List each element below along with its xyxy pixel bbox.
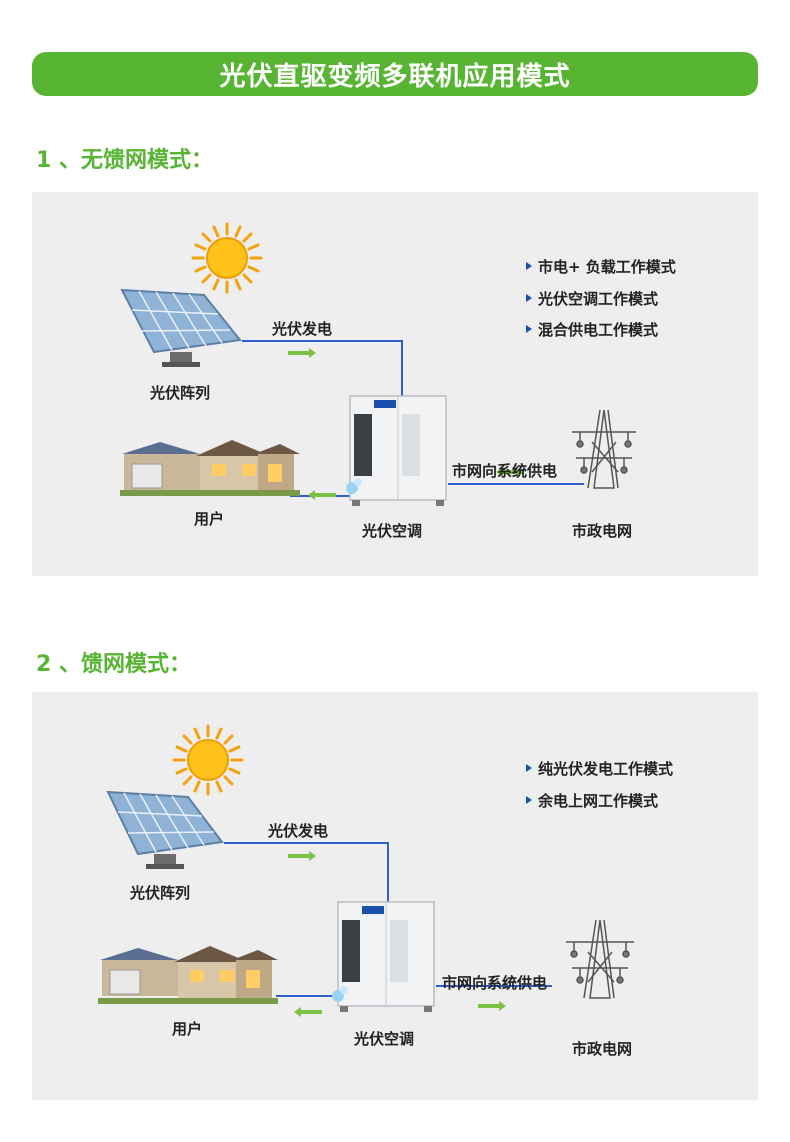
mode-item: 市电+ 负载工作模式 [526, 256, 676, 277]
diagram-panel-1: 市电+ 负载工作模式 光伏空调工作模式 混合供电工作模式 光伏发电 光伏阵列 用… [32, 192, 758, 576]
section-2-heading: 2 、馈网模式： [36, 652, 191, 677]
mode-item: 余电上网工作模式 [526, 790, 658, 811]
label-pv-array: 光伏阵列 [150, 384, 211, 402]
solar-panel-icon [120, 288, 242, 367]
diagram-2-graphics [98, 724, 634, 1017]
flow-arrow-icon [496, 467, 524, 477]
bullet-triangle-icon [526, 325, 532, 333]
label-municipal-grid: 市政电网 [572, 522, 633, 540]
sun-icon [191, 222, 263, 294]
house-icon [98, 946, 278, 1004]
power-tower-icon [572, 409, 636, 489]
label-pv-ac: 光伏空调 [362, 522, 423, 540]
mode-item: 纯光伏发电工作模式 [526, 758, 673, 779]
label-grid-supply: 市网向系统供电 [442, 974, 548, 992]
ac-unit-icon [346, 395, 447, 506]
diagram-1-graphics [120, 222, 636, 506]
mode-item: 混合供电工作模式 [526, 319, 658, 340]
pv-wire [224, 842, 389, 902]
power-tower-icon [566, 919, 634, 999]
flow-arrow-icon [288, 851, 316, 861]
solar-panel-icon [106, 790, 224, 869]
label-municipal-grid: 市政电网 [572, 1040, 633, 1058]
label-user: 用户 [172, 1020, 203, 1038]
label-pv-generation: 光伏发电 [268, 822, 329, 840]
label-pv-array: 光伏阵列 [130, 884, 191, 902]
bullet-triangle-icon [526, 796, 532, 804]
pv-wire [242, 340, 403, 396]
bullet-triangle-icon [526, 764, 532, 772]
title-banner: 光伏直驱变频多联机应用模式 [32, 52, 758, 96]
bullet-triangle-icon [526, 294, 532, 302]
label-user: 用户 [194, 510, 225, 528]
section-1-heading: 1 、无馈网模式： [36, 148, 213, 173]
flow-arrow-icon [294, 1007, 322, 1017]
ac-unit-icon [332, 901, 435, 1012]
bullet-triangle-icon [526, 262, 532, 270]
label-pv-ac: 光伏空调 [354, 1030, 415, 1048]
mode-item: 光伏空调工作模式 [526, 288, 658, 309]
diagram-panel-2: 纯光伏发电工作模式 余电上网工作模式 光伏发电 光伏阵列 用户 光伏空调 市网向… [32, 692, 758, 1100]
label-grid-supply: 市网向系统供电 [452, 462, 558, 480]
flow-arrow-icon [288, 348, 316, 358]
flow-arrow-icon [478, 1001, 506, 1011]
sun-icon [172, 724, 244, 796]
flow-arrow-icon [308, 490, 336, 500]
label-pv-generation: 光伏发电 [272, 320, 333, 338]
house-icon [120, 440, 300, 496]
page-title: 光伏直驱变频多联机应用模式 [219, 61, 571, 92]
